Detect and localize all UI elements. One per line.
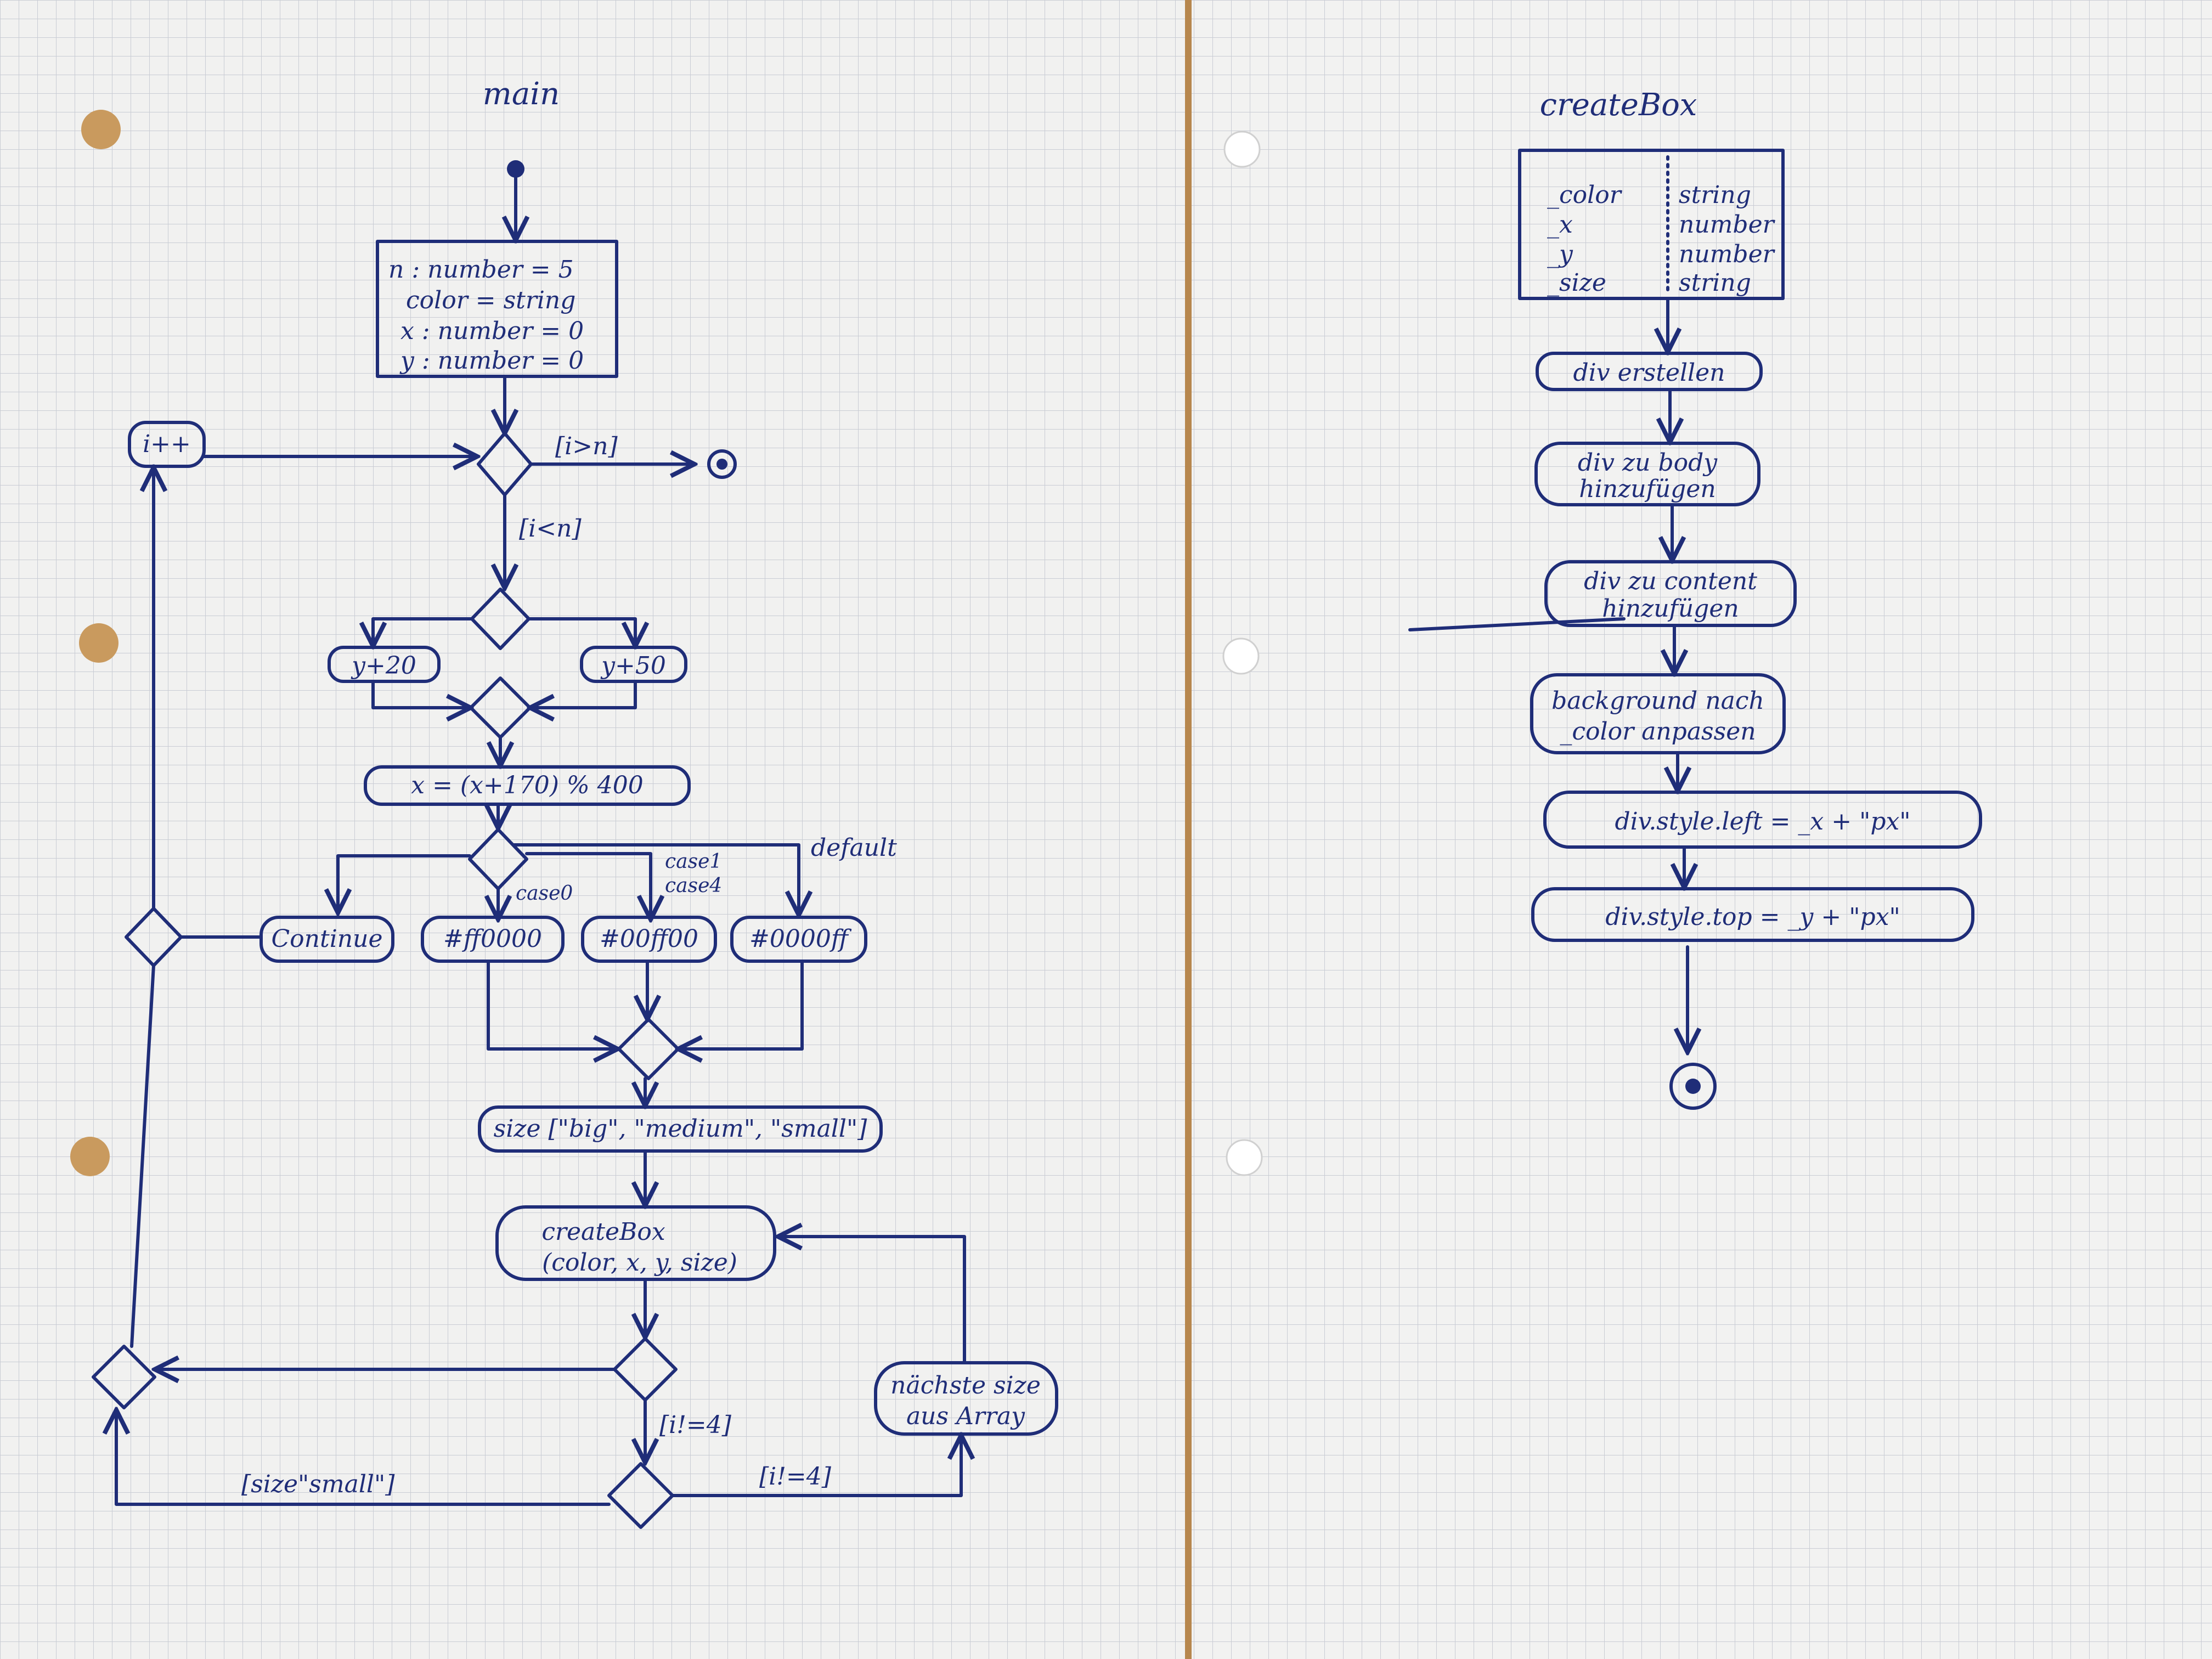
action-continue [259, 916, 394, 963]
loop-back-merge [92, 1345, 156, 1409]
declaration-line: n : number = 5 [388, 256, 574, 284]
label-default: default [811, 834, 897, 862]
step-label: div.style.left = _x + "px" [1615, 808, 1910, 836]
start-node [507, 160, 524, 178]
declaration-line: x : number = 0 [400, 317, 584, 345]
i-decision [607, 1462, 674, 1529]
label-color-green: #00ff00 [600, 925, 698, 953]
step-label: div erstellen [1573, 359, 1725, 387]
step-label: div zu content [1584, 567, 1757, 595]
punch-hole [1226, 1139, 1263, 1176]
param-name: _size [1547, 269, 1606, 297]
step-style-left [1543, 791, 1982, 849]
param-type: number [1679, 211, 1776, 239]
action-create-box-call [495, 1205, 776, 1281]
guard-continue: [i<n] [519, 515, 582, 543]
label-create-call-1: createBox [541, 1218, 665, 1246]
action-color-blue [730, 916, 867, 963]
step-label: div.style.top = _y + "px" [1605, 903, 1900, 931]
right-sheet [1192, 0, 2212, 1659]
punch-hole [79, 623, 119, 663]
guard-i-eq-4: [i!=4] [659, 1411, 732, 1439]
guard-exit: [i>n] [555, 432, 618, 460]
punch-hole [1223, 131, 1261, 168]
param-name: _color [1547, 181, 1623, 209]
end-node [707, 449, 737, 479]
label-case0: case0 [516, 882, 573, 905]
step-add-to-content [1544, 560, 1797, 627]
action-x-update [364, 765, 691, 806]
createbox-diagram: createBox _color string _x number _y num… [1408, 87, 1982, 1110]
param-type: string [1679, 269, 1751, 297]
label-y-plus-20: y+20 [351, 652, 416, 680]
main-diagram: main n : number = 5 color = string x : n… [92, 76, 1058, 1529]
step-background-color [1530, 673, 1786, 754]
param-type: string [1679, 181, 1751, 209]
param-name: _y [1547, 240, 1573, 268]
color-merge [617, 1018, 680, 1080]
y-decision [470, 588, 531, 650]
guard-i-neq-4: [i!=4] [759, 1463, 832, 1491]
main-title: main [483, 76, 560, 112]
label-next-size-2: aus Array [906, 1402, 1025, 1430]
action-color-red [421, 916, 565, 963]
punch-hole [1222, 637, 1260, 675]
label-size-array: size ["big", "medium", "small"] [494, 1115, 868, 1143]
action-y-plus-20 [328, 646, 441, 683]
step-style-top [1531, 887, 1974, 942]
label-case4: case4 [665, 874, 722, 897]
step-create-div [1536, 352, 1763, 391]
createbox-title: createBox [1540, 87, 1697, 123]
label-x-update: x = (x+170) % 400 [411, 771, 643, 799]
param-row: _y number [1547, 240, 1776, 268]
punch-hole [70, 1137, 110, 1176]
label-color-blue: #0000ff [749, 925, 852, 953]
label-increment: i++ [143, 430, 191, 458]
label-continue: Continue [272, 925, 383, 953]
param-box [1518, 149, 1785, 300]
param-row: _x number [1547, 211, 1776, 239]
param-type: number [1679, 240, 1776, 268]
step-label: hinzufügen [1579, 475, 1716, 503]
declaration-line: y : number = 0 [399, 347, 584, 375]
label-create-call-2: (color, x, y, size) [542, 1249, 737, 1277]
label-y-plus-50: y+50 [600, 652, 666, 680]
action-increment [128, 421, 206, 468]
guard-size-small: [size"small"] [241, 1470, 395, 1498]
declaration-box [376, 240, 618, 378]
label-next-size-1: nächste size [890, 1372, 1041, 1400]
punch-hole [81, 110, 121, 149]
param-row: _size string [1547, 269, 1751, 297]
param-row: _color string [1547, 181, 1751, 209]
param-name: _x [1547, 211, 1573, 239]
step-label: background nach [1551, 687, 1764, 715]
label-case1: case1 [665, 850, 722, 873]
createbox-end-node [1669, 1063, 1717, 1110]
label-color-red: #ff0000 [443, 925, 542, 953]
step-label: div zu body [1578, 449, 1718, 477]
step-label: _color anpassen [1560, 718, 1756, 746]
left-sheet [0, 0, 1185, 1659]
step-add-to-body [1534, 442, 1760, 506]
action-size-array [478, 1105, 883, 1153]
declaration-line: color = string [406, 286, 575, 314]
